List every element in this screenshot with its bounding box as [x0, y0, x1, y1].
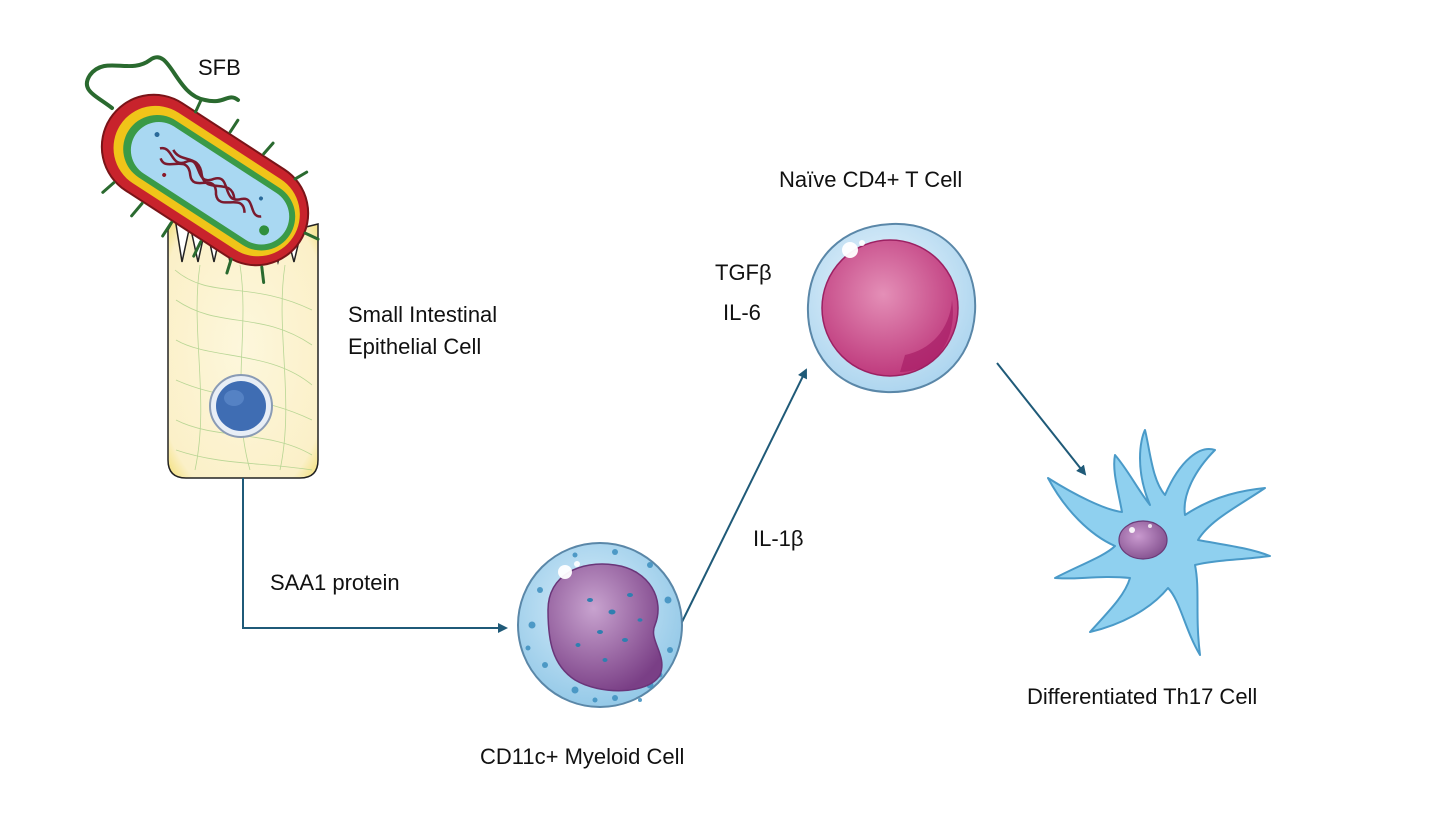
- myeloid-nucleus: [547, 563, 663, 692]
- label-epithelial-line2: Epithelial Cell: [348, 334, 482, 359]
- arrow-myeloid-to-tcell: [679, 368, 807, 627]
- label-epithelial-line1: Small Intestinal: [348, 302, 498, 327]
- sfb-bacterium-illustration: [84, 55, 320, 284]
- label-naive-t-cell: Naïve CD4+ T Cell: [779, 167, 963, 192]
- label-tgfb: TGFβ: [715, 260, 772, 285]
- label-th17-cell: Differentiated Th17 Cell: [1027, 684, 1258, 709]
- arrow-tcell-to-th17: [996, 362, 1087, 476]
- th17-cell-illustration: [1047, 429, 1271, 656]
- naive-t-cell-illustration: [806, 222, 977, 394]
- flagellum: [84, 55, 240, 110]
- epithelial-nucleus: [216, 381, 266, 431]
- label-myeloid-cell: CD11c+ Myeloid Cell: [480, 744, 685, 769]
- label-sfb: SFB: [198, 55, 241, 80]
- th17-nucleus: [1118, 520, 1168, 560]
- label-il1b: IL-1β: [753, 526, 804, 551]
- dna-tangle: [159, 147, 262, 218]
- arrow-epithelial-to-myeloid: [242, 478, 508, 633]
- epithelial-cell-illustration: [167, 215, 319, 479]
- t-cell-nucleus: [821, 239, 959, 377]
- myeloid-cell-illustration: [517, 542, 683, 708]
- label-il6: IL-6: [723, 300, 761, 325]
- label-saa1-protein: SAA1 protein: [270, 570, 400, 595]
